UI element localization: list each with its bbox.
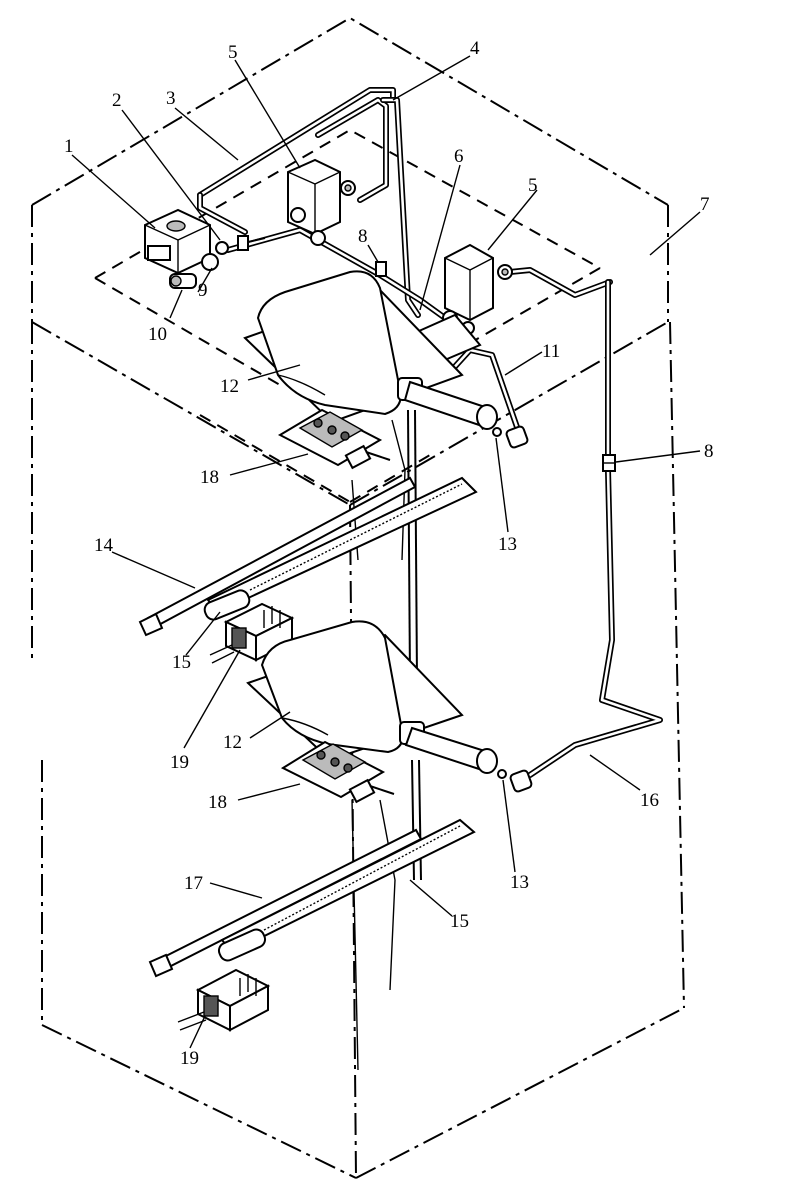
callout-14: 14: [94, 535, 114, 556]
callout-15-upper: 15: [172, 652, 191, 673]
callout-1: 1: [64, 136, 74, 157]
callout-2: 2: [112, 90, 122, 111]
part-1-gas-valve: [144, 208, 211, 275]
part-10-elbow: [169, 273, 197, 289]
part-18-control-board-lower: [280, 740, 395, 804]
part-13-orifice-lower: [497, 769, 507, 779]
callout-4: 4: [470, 38, 480, 59]
part-12-burner-lower: [246, 620, 464, 762]
part-2-connector: [237, 235, 266, 251]
burner-tube-lower: [404, 726, 498, 774]
part-11-tube-end: [505, 425, 529, 449]
part-5-solenoid-valve-left: [287, 158, 356, 246]
callout-15-lower: 15: [450, 911, 469, 932]
part-19-terminal-block-lower: [177, 968, 271, 1032]
part-8-clamp-upper: [375, 261, 387, 277]
callout-17: 17: [184, 873, 203, 894]
callout-18-upper: 18: [200, 467, 219, 488]
callout-8-right: 8: [704, 441, 714, 462]
callout-12-lower: 12: [223, 732, 242, 753]
callout-11: 11: [542, 341, 560, 362]
callout-12-upper: 12: [220, 376, 239, 397]
callout-13-lower: 13: [510, 872, 529, 893]
part-17-ignitor-lower: [148, 828, 423, 978]
part-14-ignitor-upper: [138, 476, 417, 637]
callout-5-right: 5: [528, 175, 538, 196]
part-8-clamp-right: [602, 454, 616, 472]
callout-13-upper: 13: [498, 534, 517, 555]
leader-lines: [71, 55, 701, 1049]
callout-8-upper: 8: [358, 226, 368, 247]
callout-16: 16: [640, 790, 659, 811]
part-16-tube-end: [509, 769, 533, 793]
part-13-orifice-upper: [492, 427, 502, 437]
part-9-fitting: [201, 241, 229, 271]
callout-labels: 1 2 3 4 5 5 6 7 8 8 9 10 11 12 12 13 13 …: [64, 38, 714, 1069]
part-18-control-board-upper: [277, 408, 391, 470]
callout-10: 10: [148, 324, 167, 345]
part-12-burner-upper: [243, 270, 464, 424]
callout-6: 6: [454, 146, 464, 167]
callout-9: 9: [198, 280, 208, 301]
callout-5-left: 5: [228, 42, 238, 63]
callout-19-lower: 19: [180, 1048, 199, 1069]
part-15-sensor-strip-upper: [203, 476, 478, 621]
callout-3: 3: [166, 88, 176, 109]
cabinet-outline: [31, 16, 685, 1179]
inner-top-panel: [94, 128, 601, 503]
callout-18-lower: 18: [208, 792, 227, 813]
callout-7: 7: [700, 194, 710, 215]
burner-tube-upper: [403, 380, 498, 430]
callout-19-upper: 19: [170, 752, 189, 773]
part-15-sensor-strip-lower: [217, 818, 476, 962]
